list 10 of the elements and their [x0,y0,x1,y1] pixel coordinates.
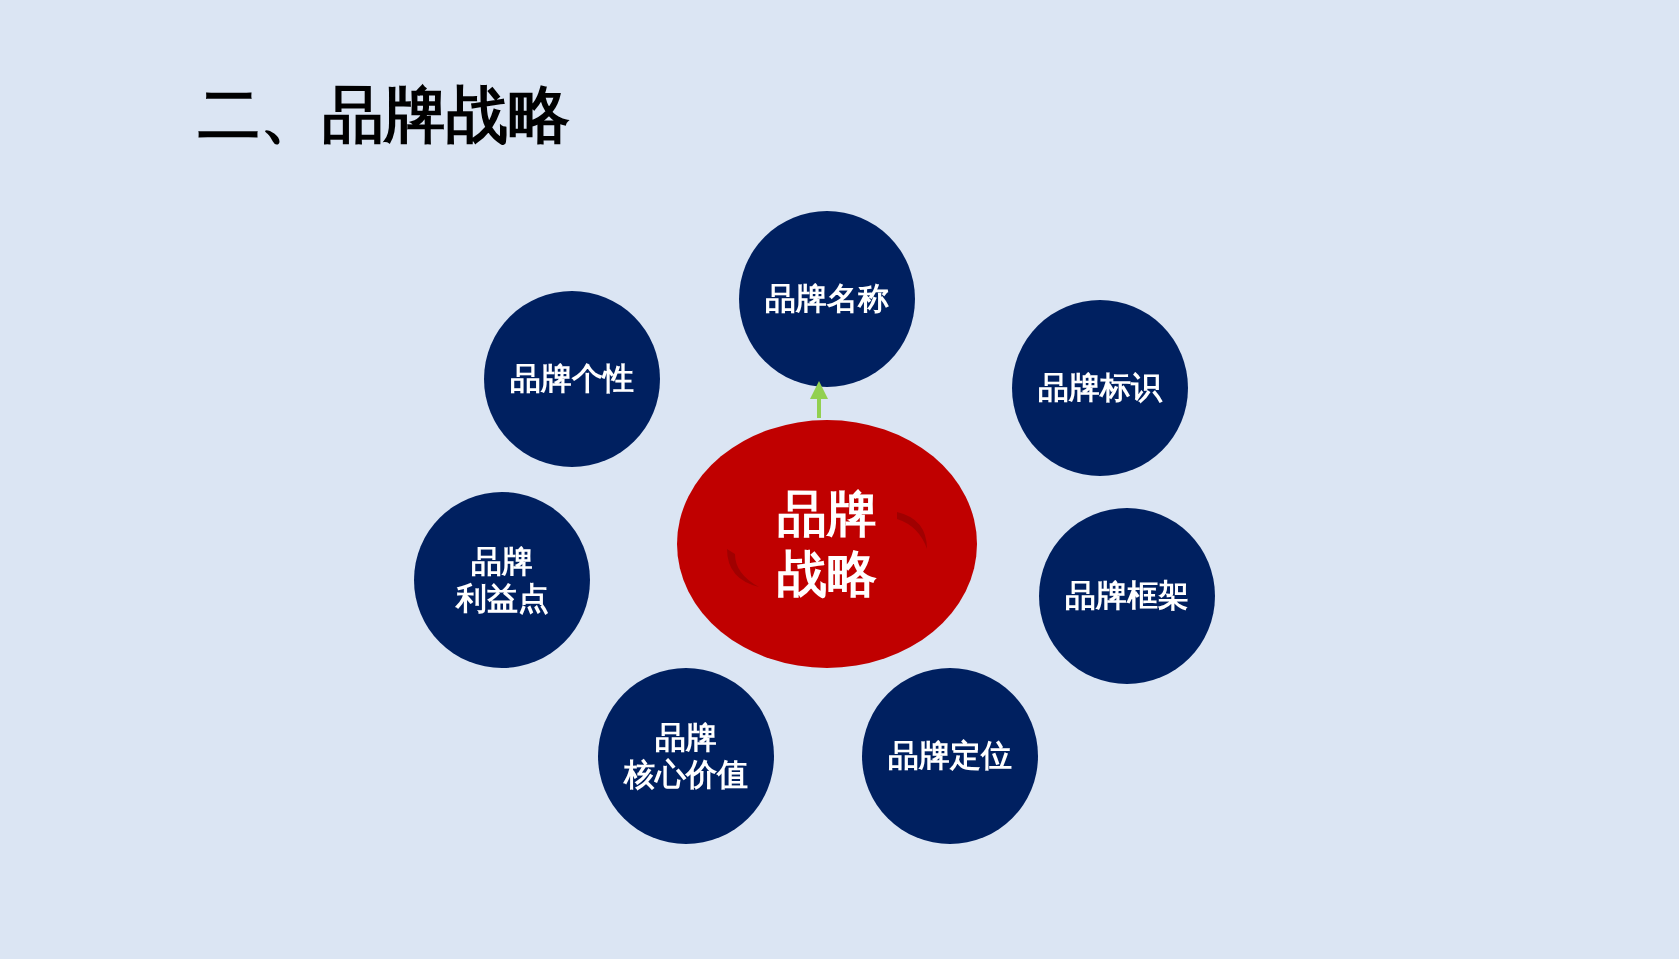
center-label: 品牌战略 [777,484,877,604]
topic-label: 品牌框架 [1065,577,1189,615]
topic-label: 品牌核心价值 [624,718,748,794]
topic-label: 品牌名称 [765,280,889,318]
topic-label: 品牌定位 [888,737,1012,775]
title: 二、品牌战略 [198,78,570,153]
topic-label: 品牌个性 [510,360,634,398]
topic-label: 品牌利益点 [455,542,549,618]
topic-label: 品牌标识 [1038,369,1162,407]
arrow [810,381,828,418]
